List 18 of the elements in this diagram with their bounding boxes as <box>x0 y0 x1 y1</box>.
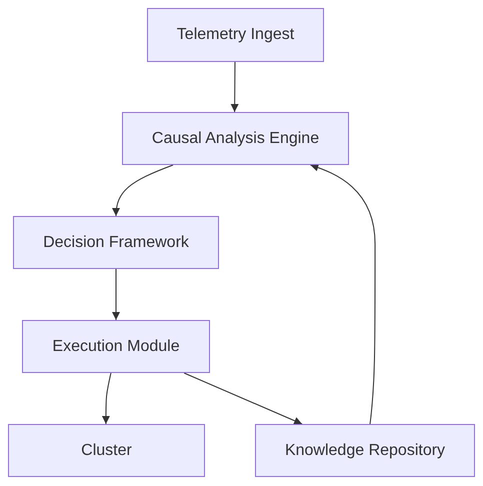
arrow <box>184 372 303 424</box>
arrow <box>112 164 174 216</box>
arrow <box>102 372 112 424</box>
node-label: Cluster <box>81 442 132 460</box>
node-label: Causal Analysis Engine <box>152 130 320 148</box>
process-box <box>255 424 475 477</box>
process-box <box>8 424 205 477</box>
node-label: Telemetry Ingest <box>176 26 294 44</box>
arrow <box>310 164 376 424</box>
process-box <box>13 216 219 269</box>
process-box <box>22 320 210 373</box>
node-label: Decision Framework <box>43 234 189 252</box>
node-label: Execution Module <box>52 338 180 356</box>
process-box <box>122 112 349 165</box>
arrow <box>112 268 120 320</box>
process-box <box>147 8 324 62</box>
node-label: Knowledge Repository <box>284 442 446 460</box>
arrow <box>230 62 239 112</box>
